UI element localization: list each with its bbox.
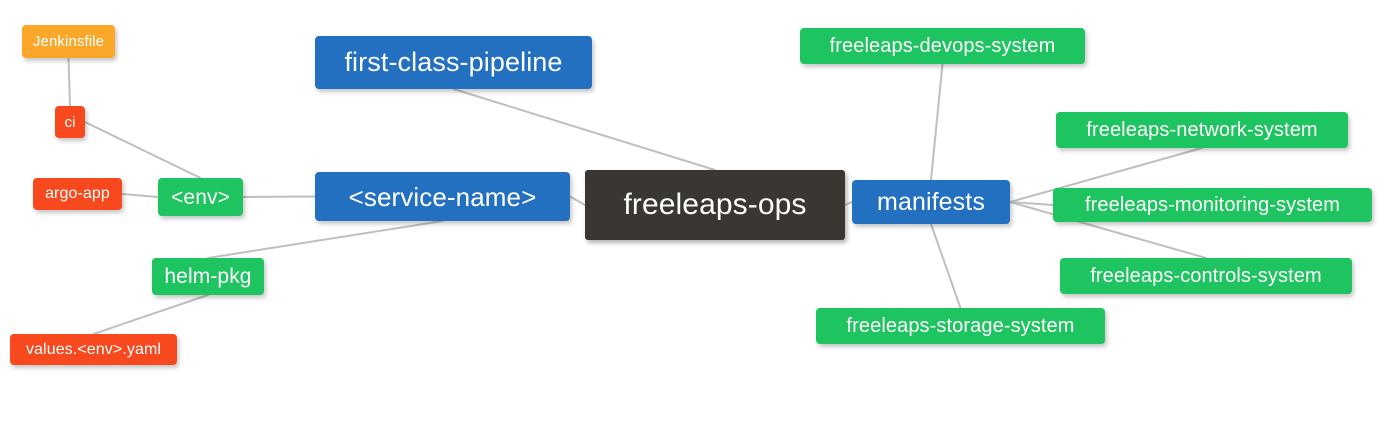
mindmap-node-pipeline[interactable]: first-class-pipeline	[315, 36, 592, 89]
mindmap-node-root[interactable]: freeleaps-ops	[585, 170, 845, 240]
mindmap-edge-service-to-helm	[207, 220, 444, 259]
mindmap-edge-ci-to-jenkinsfile	[67, 57, 71, 107]
mindmap-edge-manifests-to-monitoring	[1009, 201, 1054, 206]
mindmap-edge-service-to-env	[242, 195, 316, 198]
mindmap-node-devops[interactable]: freeleaps-devops-system	[800, 28, 1085, 64]
mindmap-node-manifests[interactable]: manifests	[852, 180, 1010, 224]
mindmap-node-service[interactable]: <service-name>	[315, 172, 570, 221]
mindmap-node-helm[interactable]: helm-pkg	[152, 258, 264, 295]
mindmap-edge-manifests-to-devops	[930, 63, 944, 181]
mindmap-node-controls[interactable]: freeleaps-controls-system	[1060, 258, 1352, 294]
mindmap-node-monitoring[interactable]: freeleaps-monitoring-system	[1053, 188, 1372, 222]
mindmap-node-env[interactable]: <env>	[158, 178, 243, 216]
mindmap-node-values[interactable]: values.<env>.yaml	[10, 334, 177, 365]
mindmap-edge-root-to-service	[569, 195, 586, 206]
mindmap-edge-helm-to-values	[92, 294, 209, 335]
mindmap-node-ci[interactable]: ci	[55, 106, 85, 138]
mindmap-node-storage[interactable]: freeleaps-storage-system	[816, 308, 1105, 344]
mindmap-node-argoapp[interactable]: argo-app	[33, 178, 122, 210]
mindmap-edge-env-to-ci	[84, 121, 202, 179]
mindmap-edge-manifests-to-storage	[930, 223, 962, 309]
mindmap-node-network[interactable]: freeleaps-network-system	[1056, 112, 1348, 148]
mindmap-node-jenkinsfile[interactable]: Jenkinsfile	[22, 25, 115, 58]
mindmap-edge-root-to-manifests	[844, 201, 853, 206]
mindmap-edge-root-to-pipeline	[452, 88, 716, 171]
mindmap-edge-env-to-argoapp	[121, 193, 159, 198]
